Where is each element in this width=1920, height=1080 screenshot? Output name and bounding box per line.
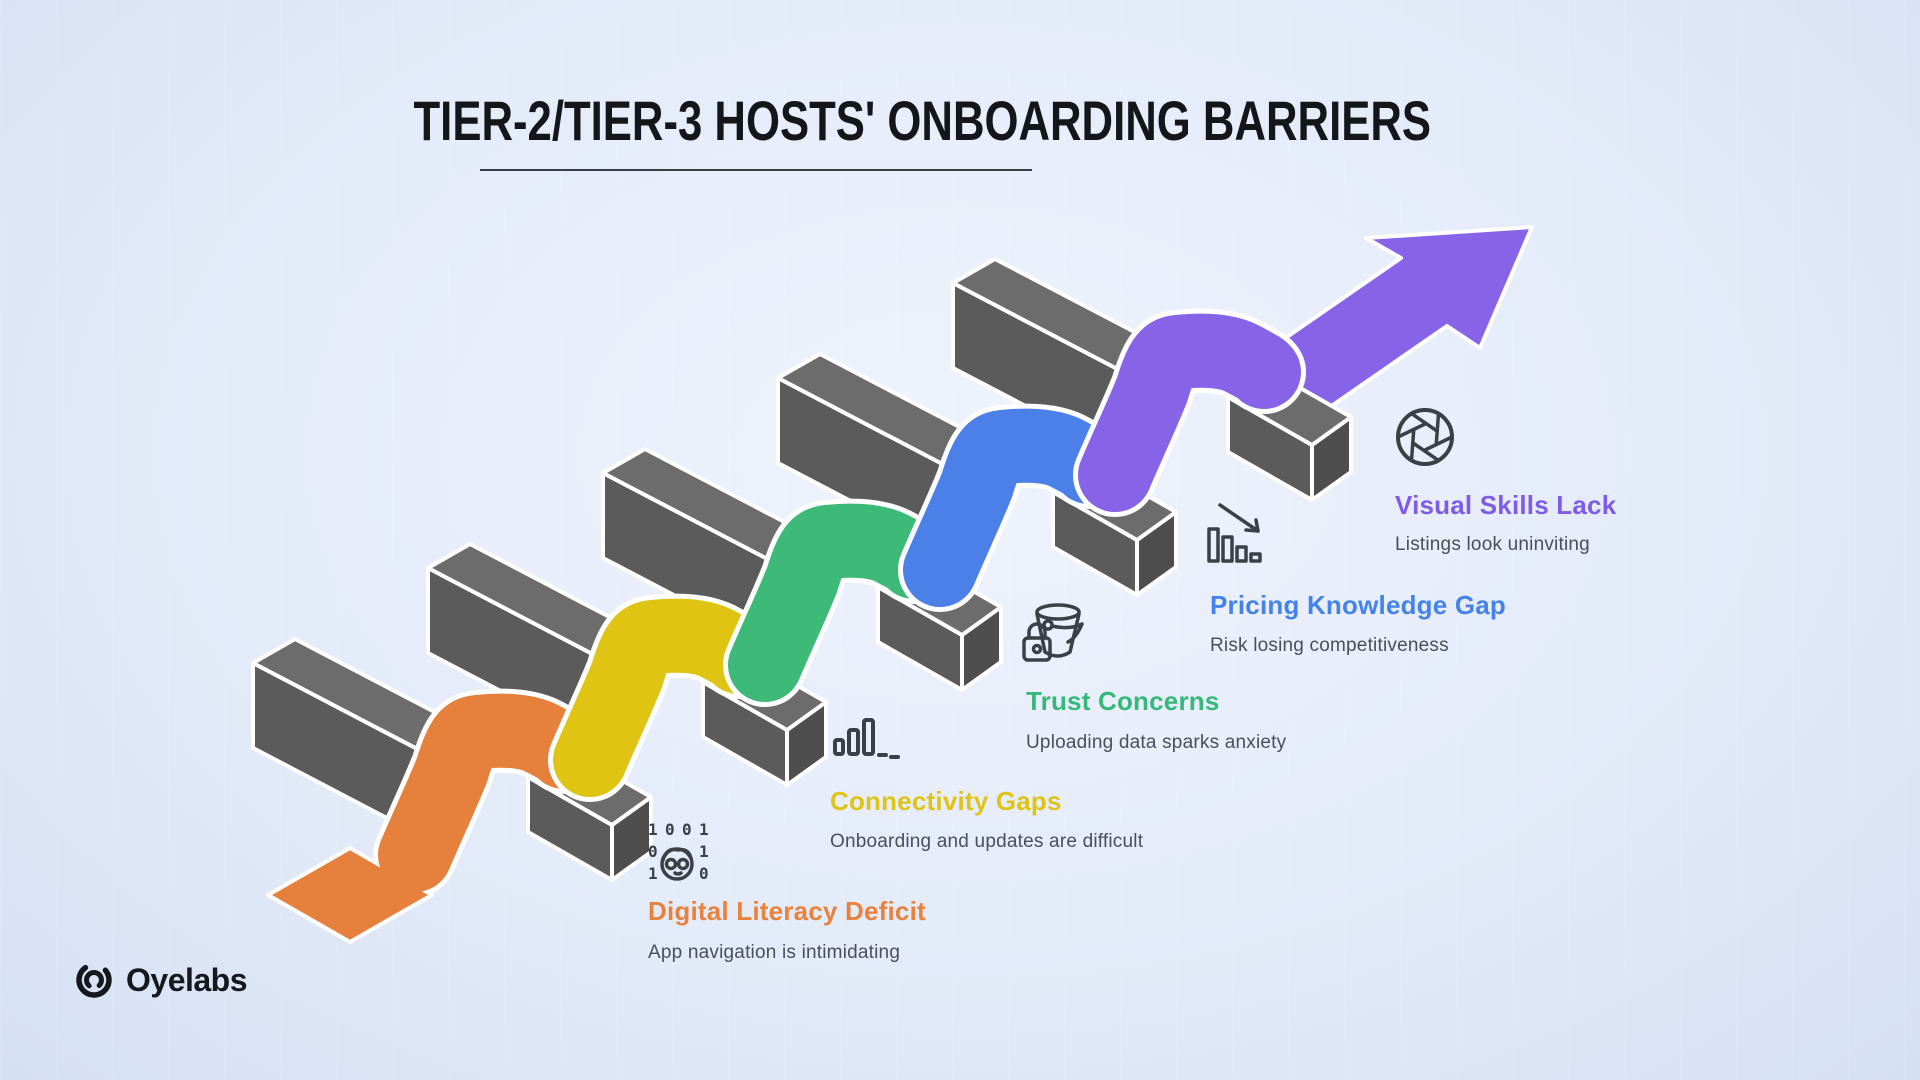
barrier-heading: Digital Literacy Deficit <box>648 896 926 926</box>
title-underline <box>480 169 1032 171</box>
barrier-heading: Visual Skills Lack <box>1395 490 1617 520</box>
signal-bars-icon <box>833 718 900 759</box>
barrier-description: Uploading data sparks anxiety <box>1026 732 1287 753</box>
barrier-description: Risk losing competitiveness <box>1210 635 1449 656</box>
barrier-description: Listings look uninviting <box>1395 534 1590 555</box>
aperture-icon <box>1396 408 1454 466</box>
binary-face-icon: 1 0 0 1 0 1 1 0 <box>648 820 709 883</box>
svg-text:1: 1 <box>699 820 709 839</box>
svg-text:0: 0 <box>665 820 675 839</box>
page-title: TIER-2/TIER-3 HOSTS' ONBOARDING BARRIERS <box>413 89 1432 152</box>
svg-text:0: 0 <box>682 820 692 839</box>
svg-text:1: 1 <box>699 842 709 861</box>
brand-name: Oyelabs <box>126 961 248 998</box>
title-wrap: TIER-2/TIER-3 HOSTS' ONBOARDING BARRIERS <box>270 88 1431 153</box>
brand-logo: Oyelabs <box>72 958 248 1002</box>
bucket-lock-icon <box>1022 603 1084 662</box>
declining-chart-icon <box>1207 503 1262 563</box>
barrier-description: App navigation is intimidating <box>648 942 901 963</box>
barrier-heading: Pricing Knowledge Gap <box>1210 590 1507 620</box>
svg-text:0: 0 <box>648 842 658 861</box>
svg-text:0: 0 <box>699 864 709 883</box>
svg-text:1: 1 <box>648 864 658 883</box>
barrier-heading: Trust Concerns <box>1026 686 1220 716</box>
barrier-description: Onboarding and updates are difficult <box>830 831 1144 852</box>
barrier-heading: Connectivity Gaps <box>830 786 1062 816</box>
ribbon-digital-literacy <box>266 731 564 944</box>
svg-text:1: 1 <box>648 820 658 839</box>
oyelabs-logo-icon <box>76 962 112 998</box>
